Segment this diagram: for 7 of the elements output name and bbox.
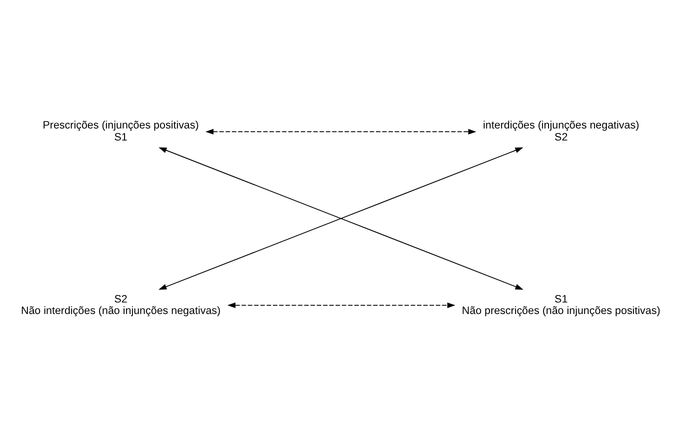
node-text: S1 Não prescrições (não injunções positivas) [462,292,660,316]
arrow [158,146,524,290]
node-text: Prescrições (injunções positivas) S1 [42,119,199,143]
node-text: interdições (injunções negativas) S2 [483,119,640,143]
arrow [227,302,456,308]
node-text: S2 Não interdições (não injunções negativas) [20,292,221,316]
arrow [205,128,476,134]
